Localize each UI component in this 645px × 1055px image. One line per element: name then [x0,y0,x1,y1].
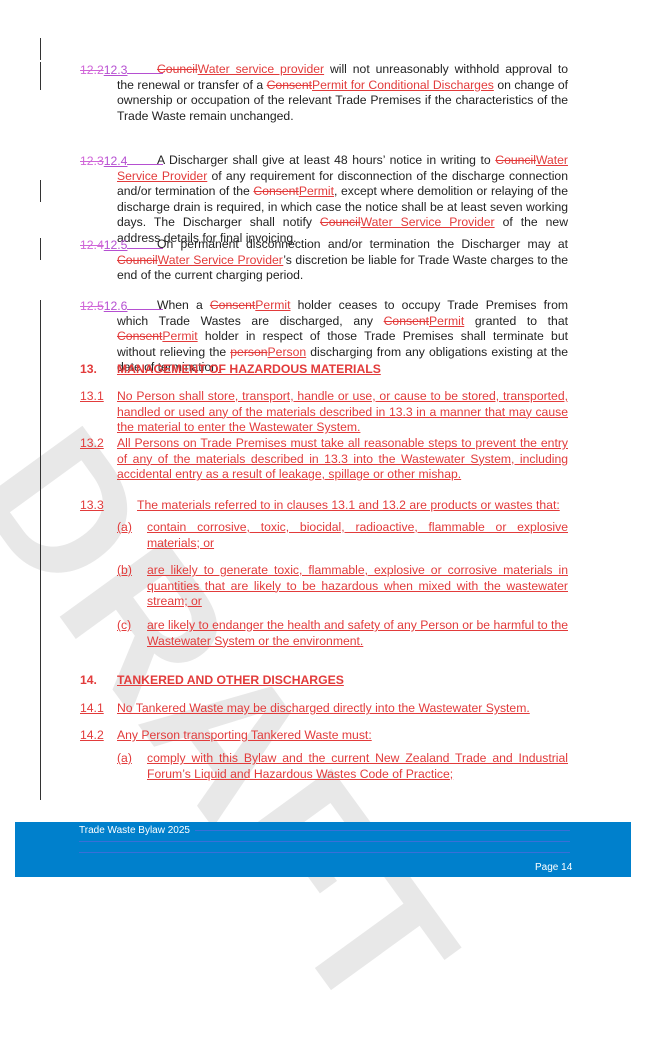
inserted-number: 12.6 [103,299,128,313]
section-13-heading: 13. MANAGEMENT OF HAZARDOUS MATERIALS [80,362,381,376]
section-14-heading: 14. TANKERED AND OTHER DISCHARGES [80,673,344,687]
item-13-3-a: contain corrosive, toxic, biocidal, radi… [147,520,568,550]
section-title: TANKERED AND OTHER DISCHARGES [117,673,344,687]
clause-13-1: No Person shall store, transport, handle… [117,389,568,434]
body-text: discharging from any obligations existin… [117,344,568,375]
deleted-number: 12.3 [80,154,104,168]
inserted-text: Water service provider [197,62,325,76]
inserted-text: Permit [298,184,335,198]
clause-number: 13.2 [80,436,104,450]
clause-text: When a ConsentPermit holder ceases to oc… [117,298,568,376]
clause-number: 12.212.3 [80,62,164,79]
footer-title: Trade Waste Bylaw 2025 [79,825,190,836]
deleted-number: 12.5 [80,299,104,313]
inserted-text: Permit [255,298,291,312]
section-title: MANAGEMENT OF HAZARDOUS MATERIALS [117,362,381,376]
inserted-text: Permit for Conditional Discharges [312,77,494,92]
body-text: holder in respect of those Trade Premise… [117,329,568,359]
deleted-text: Council [117,252,158,267]
body-text: , except where demolition or relaying of… [117,184,568,229]
clause-text: On permanent disconnection and/or termin… [117,237,568,284]
body-text: will not unreasonably withhold approval … [117,62,568,92]
inserted-number: 12.4 [103,154,128,168]
deleted-text: Consent [253,184,299,198]
inserted-number: 12.3 [103,63,128,77]
footer-rule [79,852,570,853]
change-bar [40,238,41,260]
inserted-tab [127,237,164,249]
item-label: (a) [117,751,132,765]
clause-14-1: No Tankered Waste may be discharged dire… [117,701,530,715]
clause-text: CouncilWater service provider will not u… [117,62,568,124]
deleted-text: Council [157,62,198,76]
inserted-text: Permit [162,329,198,343]
item-label: (a) [117,520,132,534]
body-text: ’s discretion be liable for Trade Waste … [117,252,568,283]
item-13-3-b: are likely to generate toxic, flammable,… [147,563,568,608]
page-footer: Trade Waste Bylaw 2025 Page 14 [15,822,631,877]
clause-text: A Discharger shall give at least 48 hour… [117,153,568,246]
clause-number: 12.312.4 [80,153,164,170]
change-bar [40,62,41,90]
deleted-text: person [230,344,268,359]
inserted-text: Permit [429,313,465,328]
deleted-number: 12.2 [80,63,104,77]
clause-number: 14.2 [80,728,104,742]
deleted-text: Council [319,215,361,229]
change-bar [40,38,41,60]
deleted-number: 12.4 [80,238,104,252]
footer-rule [195,830,570,831]
change-bar [40,300,41,800]
body-text: holder ceases to occupy Trade Premises f… [117,298,568,328]
inserted-text: . [217,360,222,374]
deleted-text: Consent [209,298,256,312]
item-13-3-c: are likely to endanger the health and sa… [147,618,568,648]
footer-rule [79,841,570,842]
deleted-text: Consent [383,313,430,328]
change-bar [40,180,41,202]
deleted-text: Consent [266,77,313,92]
page-number: Page 14 [535,862,573,873]
clause-number: 13.1 [80,389,104,403]
inserted-text: Water Service Provider [157,252,284,267]
body-text: On permanent disconnection and/or termin… [157,237,568,251]
clause-number: 12.412.5 [80,237,164,254]
body-text: of any requirement for disconnection of … [117,168,568,199]
body-text: on change of ownership or occupation of … [117,77,568,123]
clause-number: 13.3 [80,498,104,512]
inserted-tab [127,153,164,165]
item-14-2-a: comply with this Bylaw and the current N… [147,751,568,781]
inserted-number: 12.5 [103,238,128,252]
deleted-text: Consent [117,329,163,343]
section-number: 13. [80,362,97,376]
deleted-text: Council [495,153,536,167]
clause-number: 14.1 [80,701,104,715]
clause-number: 12.512.6 [80,298,164,315]
body-text: granted to that [464,313,568,328]
inserted-text: Person [267,344,307,359]
body-text: of the new address details for final inv… [117,215,568,245]
body-text: When a [157,298,210,312]
inserted-tab [127,298,164,310]
body-text: A Discharger shall give at least 48 hour… [157,153,496,167]
clause-14-2: Any Person transporting Tankered Waste m… [117,728,372,742]
clause-13-3: The materials referred to in clauses 13.… [137,498,560,512]
inserted-text: Water Service Provider [117,153,568,183]
item-label: (c) [117,618,132,632]
item-label: (b) [117,563,132,577]
draft-watermark: DRAFT [0,391,498,1054]
inserted-tab [127,62,164,74]
section-number: 14. [80,673,97,687]
inserted-text: Water Service Provider [360,215,495,229]
clause-13-2: All Persons on Trade Premises must take … [117,436,568,481]
